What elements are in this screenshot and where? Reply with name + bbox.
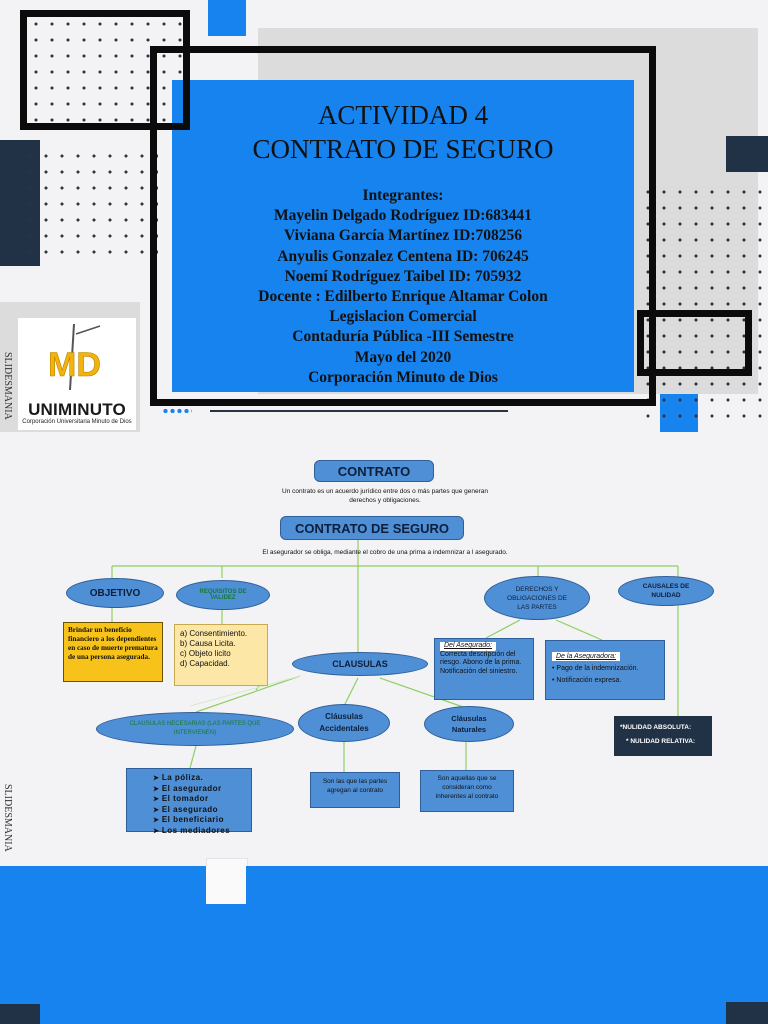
- node-clausulas: CLAUSULAS: [292, 652, 428, 676]
- node-causales: CAUSALES DE NULIDAD: [618, 576, 714, 606]
- accidentales-box: Son las que las partes agregan al contra…: [310, 772, 400, 808]
- activity-title: ACTIVIDAD 4: [317, 100, 489, 130]
- contract-title: CONTRATO DE SEGURO: [252, 134, 554, 164]
- objetivo-text: Brindar un beneficio financiero a los de…: [63, 622, 163, 682]
- dot-grid-mid: [22, 148, 158, 258]
- black-frame-right: [637, 310, 752, 376]
- members-line: Docente : Edilberto Enrique Altamar Colo…: [258, 288, 548, 306]
- black-frame-large: [150, 46, 656, 406]
- title-card: ACTIVIDAD 4 CONTRATO DE SEGURO Integrant…: [172, 80, 634, 392]
- necesarias-item: El asegurador: [153, 784, 249, 795]
- blue-square-top: [208, 0, 246, 36]
- logo-name: UNIMINUTO: [28, 400, 126, 419]
- asegurado-title: Del Asegurado:: [440, 642, 496, 651]
- necesarias-item: El tomador: [153, 794, 249, 805]
- seguro-definition: El asegurador se obliga, mediante el cob…: [262, 549, 508, 556]
- aseguradora-item: • Pago de la indemnización.: [552, 665, 639, 672]
- members-line: Anyulis Gonzalez Centena ID: 706245: [277, 247, 529, 265]
- navy-corner-left: [0, 1004, 40, 1024]
- node-objetivo: OBJETIVO: [66, 578, 164, 608]
- watermark-top: SLIDESMANIA: [2, 352, 13, 420]
- asegurado-box: Del Asegurado: Correcta descripción del …: [434, 638, 534, 700]
- requisito-item: a) Consentimiento.: [180, 629, 248, 638]
- members-line: Contaduría Pública -III Semestre: [292, 328, 514, 346]
- node-requisitos: REQUISITOS DE VALIDEZ: [176, 580, 270, 610]
- contrato-definition: Un contrato es un acuerdo jurídico entre…: [282, 488, 488, 504]
- members-line: Viviana García Martínez ID:708256: [283, 227, 523, 245]
- members-line: Integrantes:: [362, 187, 444, 204]
- black-frame-top-left: [20, 10, 190, 130]
- members-line: Noemí Rodríguez Taibel ID: 705932: [284, 267, 522, 285]
- members-list: Integrantes: Mayelin Delgado Rodríguez I…: [172, 186, 634, 388]
- node-contrato-seguro: CONTRATO DE SEGURO: [280, 516, 464, 540]
- dot-grid-right: [640, 184, 768, 424]
- dot-grid-top-left: [28, 16, 188, 128]
- requisito-item: d) Capacidad.: [180, 659, 230, 668]
- logo-mark-text: MD: [48, 346, 101, 384]
- aseguradora-box: De la Aseguradora: • Pago de la indemniz…: [545, 640, 665, 700]
- naturales-box: Son aquellas que se consideran como inhe…: [420, 770, 514, 812]
- nulidad-item: * NULIDAD RELATIVA:: [626, 738, 696, 745]
- members-line: Corporación Minuto de Dios: [308, 368, 498, 386]
- necesarias-item: El beneficiario: [153, 815, 249, 826]
- necesarias-item: La póliza.: [153, 773, 249, 784]
- node-clausulas-naturales: Cláusulas Naturales: [424, 706, 514, 742]
- uniminuto-logo: MD UNIMINUTO Corporación Universitaria M…: [18, 318, 136, 430]
- nulidad-item: *NULIDAD ABSOLUTA:: [620, 724, 692, 731]
- navy-corner-right: [726, 1002, 768, 1024]
- requisito-item: b) Causa Licita.: [180, 639, 236, 648]
- requisito-item: c) Objeto licito: [180, 649, 231, 658]
- node-clausulas-necesarias: CLAUSULAS NECESARIAS (LAS PARTES QUE INT…: [96, 712, 294, 746]
- aseguradora-item: • Notificación expresa.: [552, 677, 622, 684]
- divider-line: [210, 410, 508, 412]
- watermark-bottom: SLIDESMANIA: [2, 784, 13, 852]
- aseguradora-title: De la Aseguradora:: [552, 652, 621, 661]
- logo-subtitle: Corporación Universitaria Minuto de Dios: [22, 419, 132, 425]
- node-derechos: DERECHOS Y OBLIGACIONES DE LAS PARTES: [484, 576, 590, 620]
- bottom-white-square-overlap: [206, 866, 246, 904]
- necesarias-item: Los mediadores: [153, 826, 249, 837]
- logo-mark-icon: MD: [48, 323, 101, 391]
- requisitos-box: a) Consentimiento. b) Causa Licita. c) O…: [174, 624, 268, 686]
- nulidad-box: *NULIDAD ABSOLUTA: * NULIDAD RELATIVA:: [614, 716, 712, 756]
- node-clausulas-accidentales: Cláusulas Accidentales: [298, 704, 390, 742]
- necesarias-box: La póliza. El asegurador El tomador El a…: [126, 768, 252, 835]
- dotted-accent: [162, 408, 192, 414]
- necesarias-item: El asegurado: [153, 805, 249, 816]
- top-slide: ACTIVIDAD 4 CONTRATO DE SEGURO Integrant…: [0, 0, 768, 440]
- node-contrato: CONTRATO: [314, 460, 434, 482]
- navy-block-right: [726, 136, 768, 172]
- bottom-blue-band: [0, 866, 768, 1024]
- members-line: Mayelin Delgado Rodríguez ID:683441: [274, 207, 532, 225]
- members-line: Mayo del 2020: [354, 348, 452, 366]
- necesarias-list: La póliza. El asegurador El tomador El a…: [129, 773, 249, 836]
- asegurado-text: Correcta descripción del riesgo. Abono d…: [440, 650, 522, 675]
- members-line: Legislacion Comercial: [329, 308, 477, 326]
